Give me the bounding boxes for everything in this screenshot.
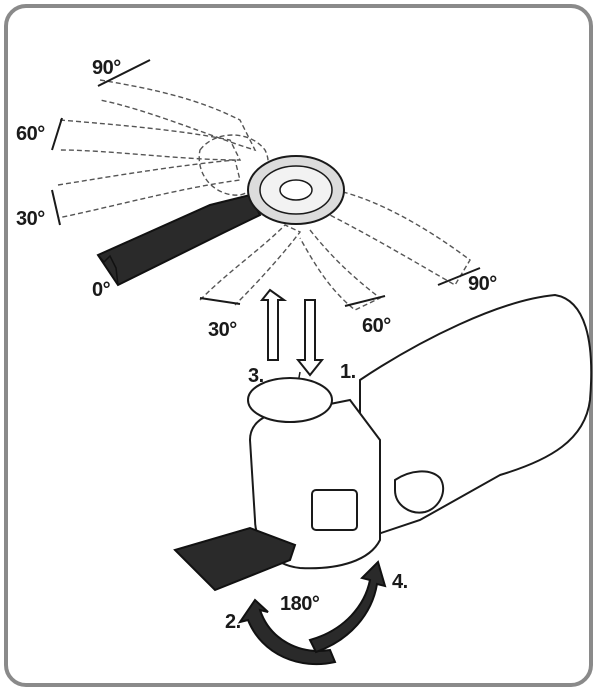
angle-label-left-60: 60°	[16, 123, 45, 145]
step-label-2: 2.	[225, 611, 241, 633]
rotate-arrows	[237, 560, 387, 666]
angle-label-0: 0°	[92, 279, 111, 301]
multi-tool-body	[247, 293, 593, 570]
angle-label-top-90: 90°	[92, 57, 121, 79]
angle-label-right-90: 90°	[468, 273, 497, 295]
step-label-1: 1.	[340, 361, 356, 383]
blade-hub	[247, 155, 345, 225]
mounted-blade	[173, 526, 297, 592]
angle-label-180: 180°	[280, 593, 320, 615]
angle-label-lower-30: 30°	[208, 319, 237, 341]
angle-label-left-30: 30°	[16, 208, 45, 230]
step-label-3: 3.	[248, 365, 264, 387]
step-label-4: 4.	[392, 571, 408, 593]
angle-brackets	[51, 59, 481, 307]
saw-blade	[96, 193, 262, 287]
angle-label-lower-60: 60°	[362, 315, 391, 337]
